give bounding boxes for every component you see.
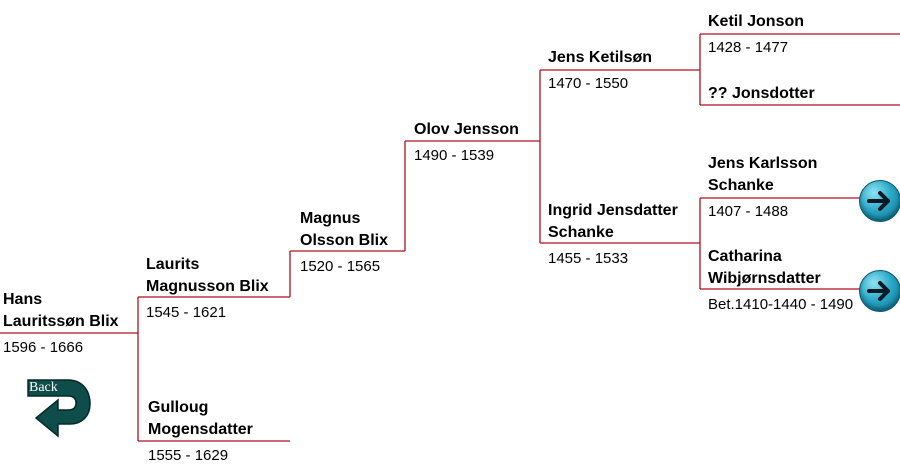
- person-dates: 1470 - 1550: [548, 75, 629, 92]
- person-laurits-magnusson-blix[interactable]: Laurits Magnusson Blix 1545 - 1621: [146, 254, 269, 322]
- person-dates: 1490 - 1539: [414, 147, 495, 164]
- person-hans-lauritsson-blix[interactable]: Hans Lauritssøn Blix 1596 - 1666: [3, 289, 119, 357]
- person-jens-karlsson-schanke[interactable]: Jens Karlsson Schanke 1407 - 1488: [708, 153, 817, 221]
- person-name: Jens Ketilsøn: [548, 49, 653, 66]
- person-gulloug-mogensdatter[interactable]: Gulloug Mogensdatter 1555 - 1629: [148, 397, 253, 465]
- expand-jens-karlsson-schanke-button[interactable]: [859, 180, 900, 222]
- person-dates: 1428 - 1477: [708, 39, 789, 56]
- person-name: Olov Jensson: [414, 121, 519, 138]
- person-name: Gulloug Mogensdatter: [148, 399, 253, 438]
- person-dates: 1596 - 1666: [3, 339, 84, 356]
- person-jonsdotter[interactable]: ?? Jonsdotter: [708, 83, 815, 105]
- person-jens-ketilson[interactable]: Jens Ketilsøn 1470 - 1550: [548, 47, 652, 93]
- back-label: Back: [29, 380, 58, 395]
- person-name: Laurits Magnusson Blix: [146, 256, 269, 295]
- person-dates: 1555 - 1629: [148, 447, 229, 464]
- curved-back-arrow-icon: [27, 379, 91, 438]
- person-magnus-olsson-blix[interactable]: Magnus Olsson Blix 1520 - 1565: [300, 208, 388, 276]
- person-ketil-jonson[interactable]: Ketil Jonson 1428 - 1477: [708, 11, 804, 57]
- person-dates: 1545 - 1621: [146, 304, 227, 321]
- person-name: Jens Karlsson Schanke: [708, 155, 818, 194]
- person-ingrid-jensdatter-schanke[interactable]: Ingrid Jensdatter Schanke 1455 - 1533: [548, 200, 678, 268]
- person-dates: 1520 - 1565: [300, 258, 381, 275]
- person-dates: Bet.1410-1440 - 1490: [708, 296, 854, 313]
- person-name: Magnus Olsson Blix: [300, 210, 389, 249]
- person-dates: 1407 - 1488: [708, 203, 789, 220]
- expand-catharina-wibjornsdatter-button[interactable]: [859, 270, 900, 312]
- circle-right-arrow-icon: [867, 281, 890, 301]
- circle-right-arrow-icon: [867, 191, 890, 211]
- person-name: Ingrid Jensdatter Schanke: [548, 202, 678, 241]
- person-dates: 1455 - 1533: [548, 250, 629, 267]
- person-olov-jensson[interactable]: Olov Jensson 1490 - 1539: [414, 119, 519, 165]
- person-name: Hans Lauritssøn Blix: [3, 291, 119, 330]
- back-button[interactable]: Back: [24, 378, 94, 440]
- person-name: Ketil Jonson: [708, 13, 805, 30]
- person-catharina-wibjornsdatter[interactable]: Catharina Wibjørnsdatter Bet.1410-1440 -…: [708, 246, 853, 314]
- person-name: Catharina Wibjørnsdatter: [708, 248, 821, 287]
- person-name: ?? Jonsdotter: [708, 85, 815, 102]
